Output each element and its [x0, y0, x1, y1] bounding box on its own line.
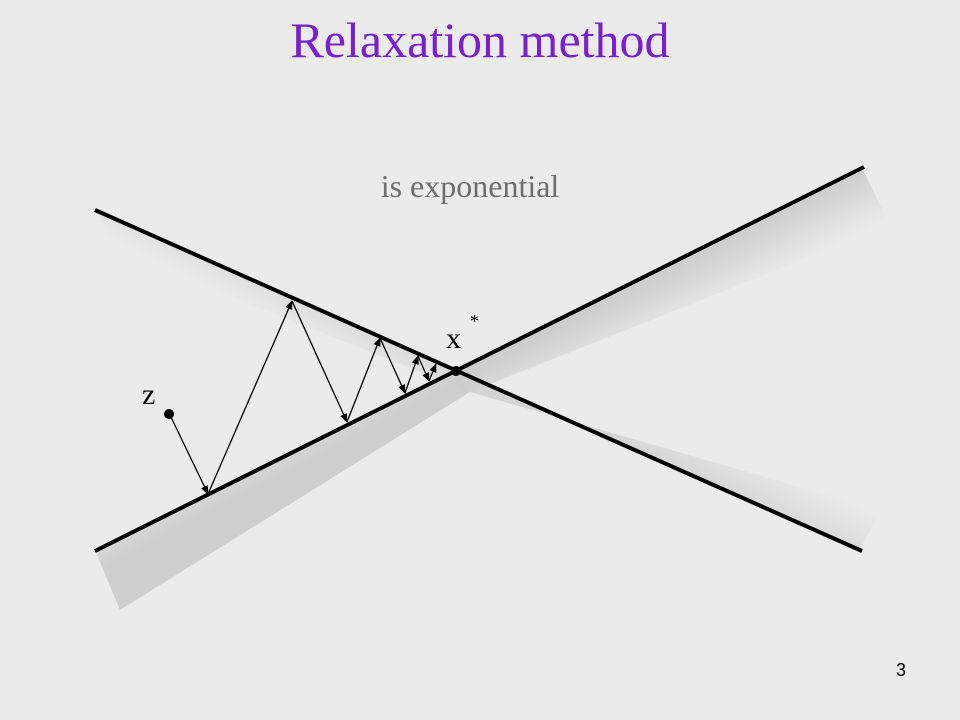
shadow-lower-right — [455, 372, 880, 550]
point-xstar-label: x — [446, 322, 461, 355]
point-xstar — [451, 366, 461, 376]
relaxation-path — [169, 300, 437, 495]
step-7-arrow — [417, 355, 430, 382]
constraint-line-descending — [94, 208, 863, 553]
step-4-arrow — [346, 337, 381, 423]
shadow-lower-left — [95, 372, 470, 610]
constraint-line-ascending — [94, 165, 865, 553]
point-z — [164, 409, 174, 419]
step-6-arrow — [404, 355, 419, 394]
point-xstar-superscript: * — [470, 311, 479, 331]
step-2-arrow — [207, 300, 293, 495]
step-5-arrow — [379, 337, 406, 394]
step-1-arrow — [169, 414, 209, 495]
step-3-arrow — [291, 300, 348, 423]
point-z-label: z — [142, 378, 155, 411]
slide-title: Relaxation method — [290, 12, 670, 68]
step-8-arrow — [428, 363, 437, 382]
shadow-upper-right — [455, 168, 890, 392]
slide-subtitle: is exponential — [380, 168, 560, 204]
page-number: 3 — [895, 660, 906, 680]
